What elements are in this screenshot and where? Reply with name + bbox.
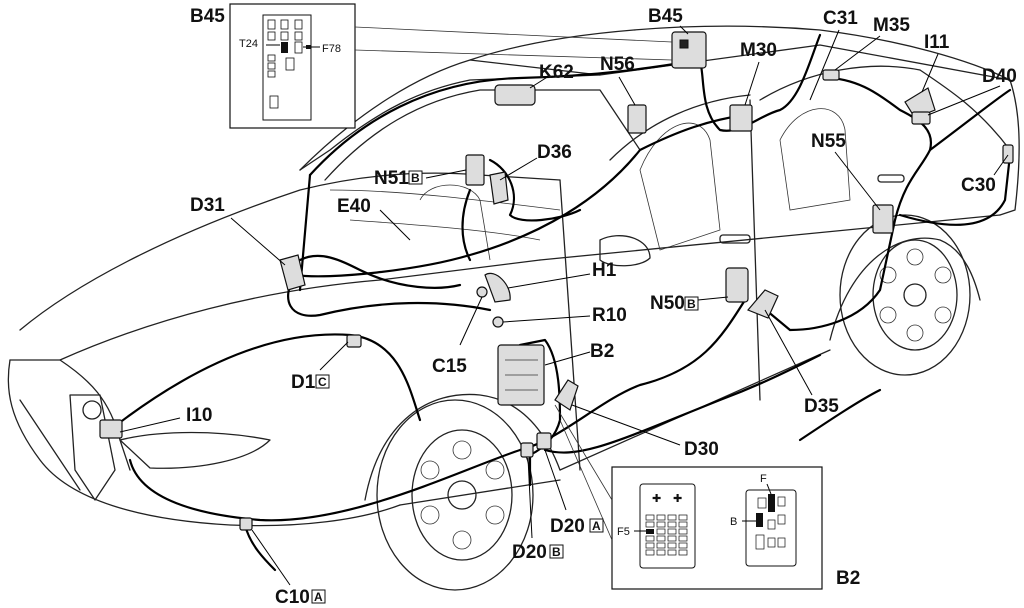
label-d36: D36 (537, 142, 572, 163)
label-m30: M30 (740, 40, 777, 61)
component-r10 (492, 316, 504, 328)
label-b2-inset: B2 (836, 568, 860, 589)
label-n51-tag: B (411, 171, 420, 185)
label-h1: H1 (592, 260, 617, 281)
label-c30: C30 (961, 175, 996, 196)
label-d30: D30 (684, 439, 719, 460)
label-r10: R10 (592, 305, 627, 326)
label-d1: D1 (291, 372, 316, 393)
label-t24: T24 (239, 38, 258, 50)
label-n50: N50 (650, 293, 685, 314)
label-b2: B2 (590, 341, 614, 362)
label-b45-inset: B45 (190, 6, 225, 27)
labels: B45 T24 F78 B45 K62 N56 M30 C31 M35 I11 … (186, 6, 1017, 608)
label-b: B (730, 516, 737, 528)
front-wheel (376, 399, 534, 591)
component-d20a (536, 432, 552, 450)
component-k62 (494, 84, 536, 106)
label-f78: F78 (322, 43, 341, 55)
label-f: F (760, 473, 767, 485)
label-m35: M35 (873, 15, 910, 36)
label-d20a: D20 (550, 516, 585, 537)
component-d30 (554, 379, 579, 411)
label-d35: D35 (804, 396, 839, 417)
label-c10: C10 (275, 587, 310, 608)
component-b45 (671, 31, 707, 69)
label-d1-tag: C (318, 375, 327, 389)
label-c15: C15 (432, 356, 467, 377)
component-d35 (747, 289, 779, 319)
inset-b2: ✚✚ (554, 404, 823, 590)
label-n55: N55 (811, 131, 846, 152)
label-c31: C31 (823, 8, 858, 29)
component-d20b (520, 442, 534, 458)
wiring-harness (108, 33, 1012, 572)
svg-text:✚: ✚ (673, 493, 682, 505)
component-n50 (725, 267, 749, 303)
label-b45: B45 (648, 6, 683, 27)
component-d36 (489, 171, 509, 205)
component-d1 (346, 334, 362, 348)
inset-b45 (229, 3, 673, 129)
label-i10: I10 (186, 405, 212, 426)
car-body (7, 25, 1020, 527)
label-f5: F5 (617, 526, 630, 538)
components (99, 31, 1014, 531)
label-d20b: D20 (512, 542, 547, 563)
component-n55 (872, 204, 894, 234)
component-m35 (822, 69, 840, 81)
leader-lines (119, 25, 1009, 586)
component-i10 (99, 419, 123, 439)
label-i11: I11 (924, 32, 950, 53)
component-c15 (476, 286, 488, 298)
label-e40: E40 (337, 196, 371, 217)
label-k62: K62 (539, 62, 574, 83)
label-n51: N51 (374, 168, 409, 189)
component-d31 (279, 254, 306, 291)
component-c10 (239, 517, 253, 531)
component-h1 (484, 272, 511, 303)
label-d31: D31 (190, 195, 225, 216)
label-d40: D40 (982, 66, 1017, 87)
component-n56 (627, 104, 647, 134)
label-n50-tag: B (687, 297, 696, 311)
label-d20a-tag: A (592, 519, 601, 533)
label-c10-tag: A (314, 590, 323, 604)
svg-text:✚: ✚ (652, 493, 661, 505)
label-n56: N56 (600, 54, 635, 75)
rear-wheel (839, 214, 971, 376)
label-d20b-tag: B (552, 545, 561, 559)
component-m30 (729, 104, 753, 132)
component-d40 (911, 111, 931, 125)
component-n51 (465, 154, 485, 186)
